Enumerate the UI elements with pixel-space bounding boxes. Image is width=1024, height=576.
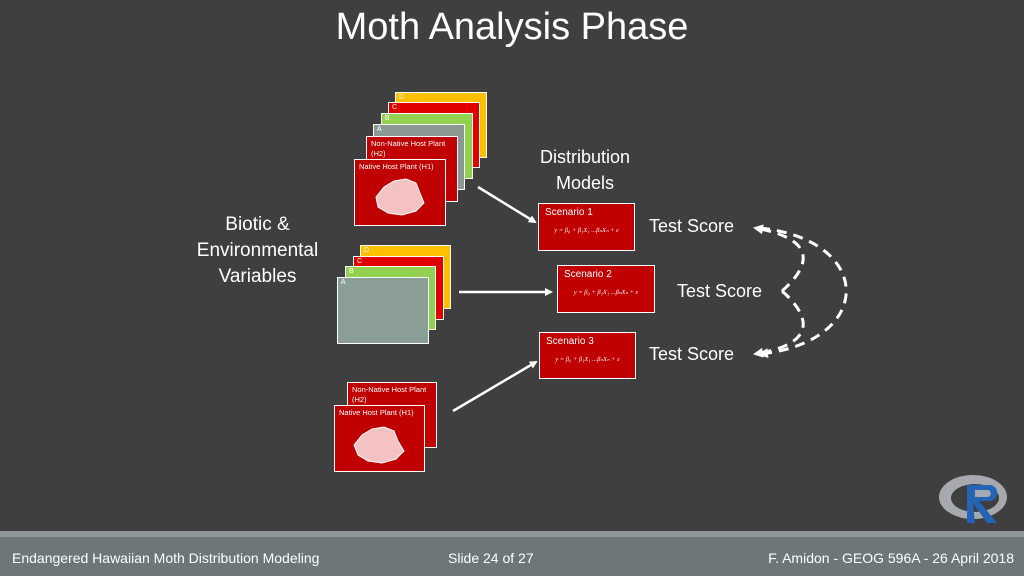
test-score-2: Test Score — [677, 281, 763, 301]
scenario-2-equation: y = β₀ + β₁X₁ ...βₙXₙ + ε — [573, 289, 639, 296]
mid-layer-letter-c: C — [357, 258, 363, 265]
footer-bar: Endangered Hawaiian Moth Distribution Mo… — [0, 531, 1024, 576]
footer-left: Endangered Hawaiian Moth Distribution Mo… — [12, 550, 320, 566]
dashed-arrow-icon — [758, 226, 848, 359]
biotic-label-line-3: Variables — [218, 266, 297, 287]
mid-layer-card-a: A — [337, 277, 429, 344]
slide-title: Moth Analysis Phase — [335, 6, 689, 48]
footer-right: F. Amidon - GEOG 596A - 26 April 2018 — [768, 550, 1014, 566]
layer-card-h1: Native Host Plant (H1) — [354, 159, 446, 226]
h2-label-line-2: (H2) — [371, 149, 386, 158]
arrow-icon — [477, 185, 537, 224]
mid-layer-letter-a: A — [341, 279, 346, 286]
distribution-label-line-1: Distribution — [539, 147, 631, 167]
arrow-icon — [452, 360, 538, 413]
h1-label: Native Host Plant (H1) — [359, 162, 434, 171]
scenario-2-name: Scenario 2 — [564, 269, 612, 280]
footer-center: Slide 24 of 27 — [448, 550, 534, 566]
distribution-models-label: Distribution Models — [520, 144, 650, 196]
biotic-environmental-label: Biotic & Environmental Variables — [180, 212, 335, 290]
scenario-1-name: Scenario 1 — [545, 207, 593, 218]
test-score-1: Test Score — [649, 216, 735, 236]
mid-layer-letter-b: B — [349, 268, 354, 275]
scenario-1-equation: y = β₀ + β₁X₁ ...βₙXₙ + ε — [554, 227, 619, 234]
dashed-arrow-icon — [753, 289, 805, 358]
biotic-label-line-2: Environmental — [196, 240, 319, 261]
distribution-label-line-2: Models — [555, 173, 615, 193]
island-shape-icon — [353, 426, 405, 464]
scenario-3-name: Scenario 3 — [546, 336, 594, 347]
bottom-h2-label-line-2: (H2) — [352, 395, 367, 404]
h2-label-line-1: Non-Native Host Plant — [371, 139, 446, 148]
scenario-3-box: Scenario 3 y = β₀ + β₁X₁ ...βₙXₙ + ε — [539, 332, 636, 379]
bottom-h2-label-line-1: Non-Native Host Plant — [352, 385, 427, 394]
layer-letter-b: B — [385, 115, 390, 122]
layer-letter-a: A — [377, 126, 382, 133]
mid-layer-letter-d: D — [364, 247, 370, 254]
scenario-3-equation: y = β₀ + β₁X₁ ...βₙXₙ + ε — [555, 356, 620, 363]
dashed-arrow-icon — [753, 224, 805, 293]
island-shape-icon — [375, 178, 425, 216]
test-score-3: Test Score — [649, 344, 735, 364]
layer-letter-c: C — [392, 104, 398, 111]
r-logo-icon: R — [937, 471, 1013, 527]
biotic-label-line-1: Biotic & — [225, 214, 290, 235]
bottom-layer-card-h1: Native Host Plant (H1) — [334, 405, 425, 472]
layer-letter-d: D — [399, 94, 405, 101]
r-logo-graphic — [939, 475, 1007, 523]
scenario-1-box: Scenario 1 y = β₀ + β₁X₁ ...βₙXₙ + ε — [538, 203, 635, 251]
bottom-h1-label: Native Host Plant (H1) — [339, 408, 414, 417]
scenario-2-box: Scenario 2 y = β₀ + β₁X₁ ...βₙXₙ + ε — [557, 265, 655, 313]
